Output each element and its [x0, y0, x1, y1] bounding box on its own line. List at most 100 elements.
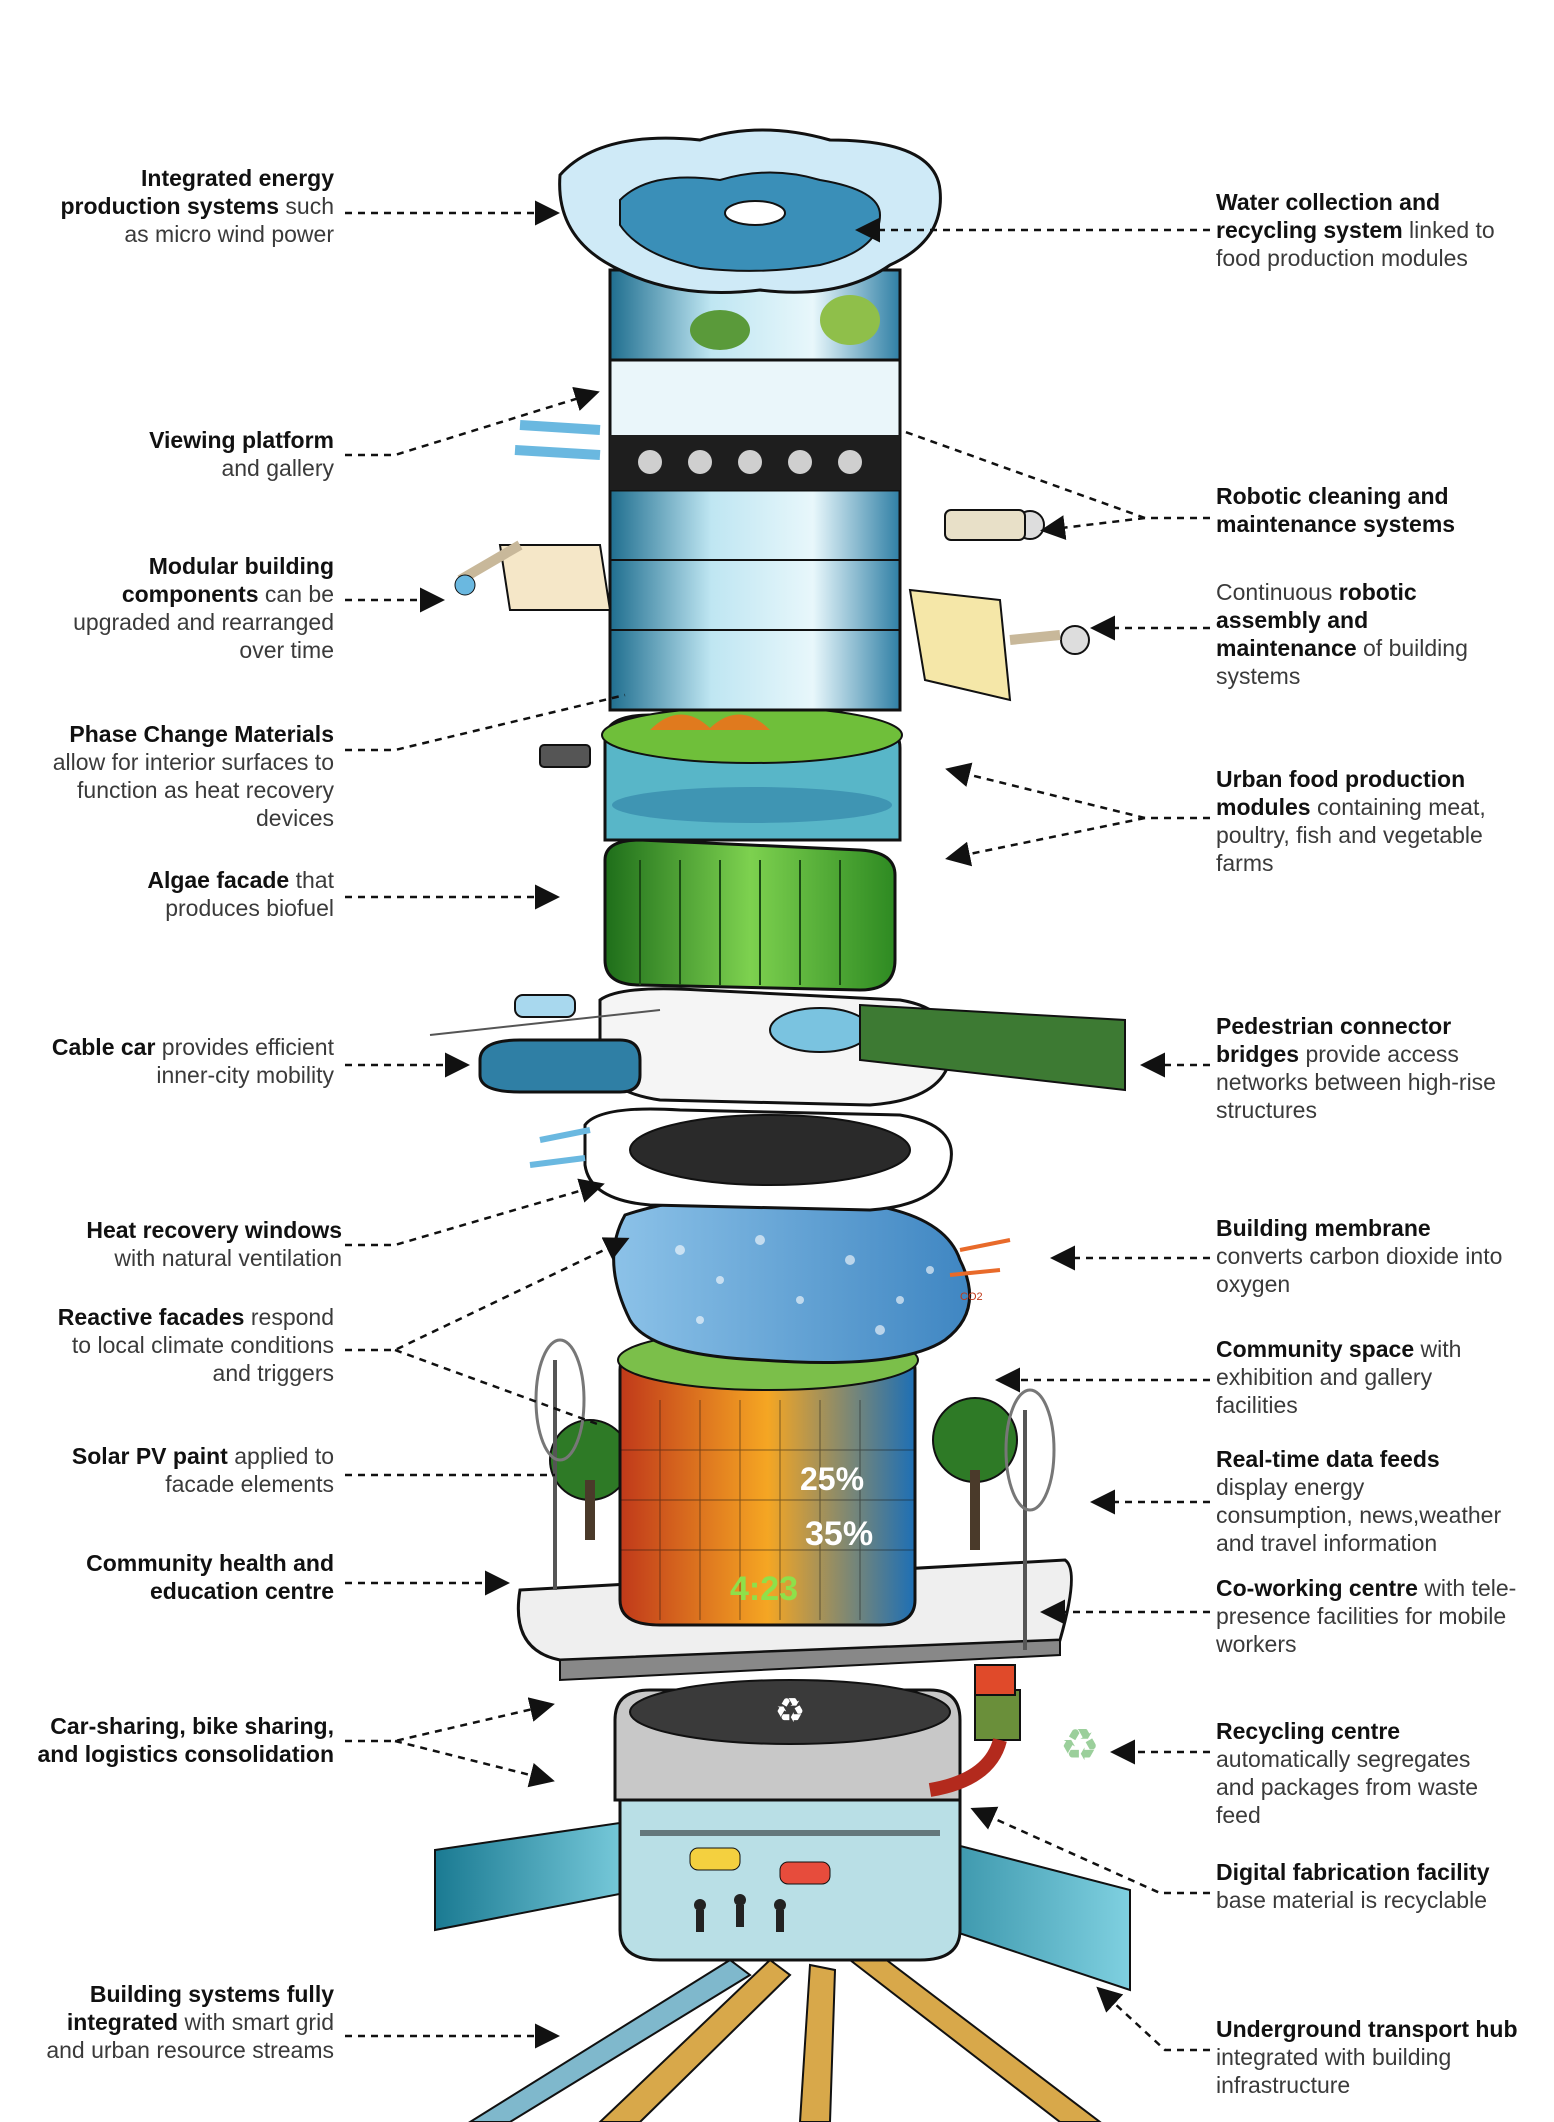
label-line: facilities: [1216, 1391, 1461, 1419]
label-bold-text: Solar PV paint: [71, 1443, 228, 1469]
label-text: inner-city mobility: [156, 1062, 334, 1088]
label-text: presence facilities for mobile: [1216, 1603, 1507, 1629]
label-text: food production modules: [1216, 245, 1468, 271]
leader-lines: [345, 200, 1210, 2052]
label-line: structures: [1216, 1096, 1496, 1124]
label-text: of building: [1356, 635, 1468, 661]
transport-hub: [618, 1778, 962, 1962]
label-line: produces biofuel: [147, 894, 334, 922]
label-text: networks between high-rise: [1216, 1069, 1496, 1095]
label-line: farms: [1216, 849, 1486, 877]
label-line: maintenance systems: [1216, 510, 1455, 538]
label-line: devices: [53, 804, 334, 832]
label-bold-text: integrated: [66, 2009, 179, 2035]
svg-text:♻: ♻: [775, 1692, 805, 1730]
label-bold-text: modules: [1216, 794, 1311, 820]
label-line: Community space with: [1216, 1335, 1461, 1363]
label-line: facade elements: [72, 1470, 334, 1498]
label-line: as micro wind power: [60, 220, 334, 248]
label-bold-text: and logistics consolidation: [37, 1741, 334, 1767]
label-line: and logistics consolidation: [38, 1740, 334, 1768]
label-line: oxygen: [1216, 1270, 1502, 1298]
label-text: facilities: [1216, 1392, 1298, 1418]
label-text: converts carbon dioxide into: [1216, 1243, 1503, 1269]
label-bold-text: Recycling centre: [1216, 1718, 1401, 1744]
viewing-level: [514, 358, 1045, 541]
label-bold-text: production systems: [60, 193, 280, 219]
label-line: to local climate conditions: [58, 1331, 334, 1359]
label-line: and urban resource streams: [46, 2036, 334, 2064]
label-line: over time: [73, 636, 334, 664]
ventilation-floors: [529, 1107, 953, 1212]
label-line: Viewing platform: [149, 426, 334, 454]
label-bold-text: Pedestrian connector: [1216, 1013, 1452, 1039]
label-text: systems: [1216, 663, 1301, 689]
label-line: Water collection and: [1216, 188, 1495, 216]
label-line: presence facilities for mobile: [1216, 1602, 1516, 1630]
label-text: linked to: [1402, 217, 1495, 243]
label-line: base material is recyclable: [1216, 1886, 1490, 1914]
label-text: feed: [1216, 1802, 1261, 1828]
label-text: and urban resource streams: [46, 2037, 334, 2063]
label-text: with natural ventilation: [114, 1245, 342, 1271]
building-membrane: CO2: [612, 1195, 1011, 1364]
label-bold-text: Community health and: [86, 1550, 334, 1576]
label-text: poultry, fish and vegetable: [1216, 822, 1483, 848]
label-line: exhibition and gallery: [1216, 1363, 1461, 1391]
label-line: systems: [1216, 662, 1468, 690]
label-line: recycling system linked to: [1216, 216, 1495, 244]
label-text: consumption, news,weather: [1216, 1502, 1502, 1528]
label-line: Real-time data feeds: [1216, 1445, 1501, 1473]
label-text: facade elements: [165, 1471, 334, 1497]
label-line: automatically segregates: [1216, 1745, 1478, 1773]
label-bold-text: assembly and: [1216, 607, 1369, 633]
label-bold-text: maintenance: [1216, 635, 1357, 661]
label-line: Recycling centre: [1216, 1717, 1478, 1745]
label-line: allow for interior surfaces to: [53, 748, 334, 776]
label-text: devices: [256, 805, 334, 831]
label-line: feed: [1216, 1801, 1478, 1829]
food-modules: [601, 706, 903, 842]
label-line: function as heat recovery: [53, 776, 334, 804]
label-bold-text: robotic: [1338, 579, 1417, 605]
label-text: integrated with building: [1216, 2044, 1452, 2070]
label-line: upgraded and rearranged: [73, 608, 334, 636]
label-text: oxygen: [1216, 1271, 1291, 1297]
label-line: education centre: [86, 1577, 334, 1605]
label-line: poultry, fish and vegetable: [1216, 821, 1486, 849]
label-line: Co-working centre with tele-: [1216, 1574, 1516, 1602]
svg-text:♻: ♻: [1060, 1721, 1099, 1770]
label-line: Robotic cleaning and: [1216, 482, 1455, 510]
modular-floors: [454, 488, 1090, 712]
label-text: to local climate conditions: [71, 1332, 334, 1358]
label-line: Heat recovery windows: [86, 1216, 342, 1244]
label-line: Building membrane: [1216, 1214, 1502, 1242]
label-text: display energy: [1216, 1474, 1365, 1500]
label-bold-text: Urban food production: [1216, 766, 1466, 792]
label-bold-text: Algae facade: [147, 867, 290, 893]
label-text: Continuous: [1216, 579, 1339, 605]
cable-car-level: [429, 987, 1126, 1107]
label-line: Reactive facades respond: [58, 1303, 334, 1331]
label-text: base material is recyclable: [1216, 1887, 1488, 1913]
label-text: produces biofuel: [165, 895, 334, 921]
label-line: workers: [1216, 1630, 1516, 1658]
label-text: as micro wind power: [124, 221, 334, 247]
label-bold-text: Building membrane: [1216, 1215, 1431, 1241]
label-bold-text: education centre: [149, 1578, 334, 1604]
label-line: Building systems fully: [46, 1980, 334, 2008]
label-line: Continuous robotic: [1216, 578, 1468, 606]
